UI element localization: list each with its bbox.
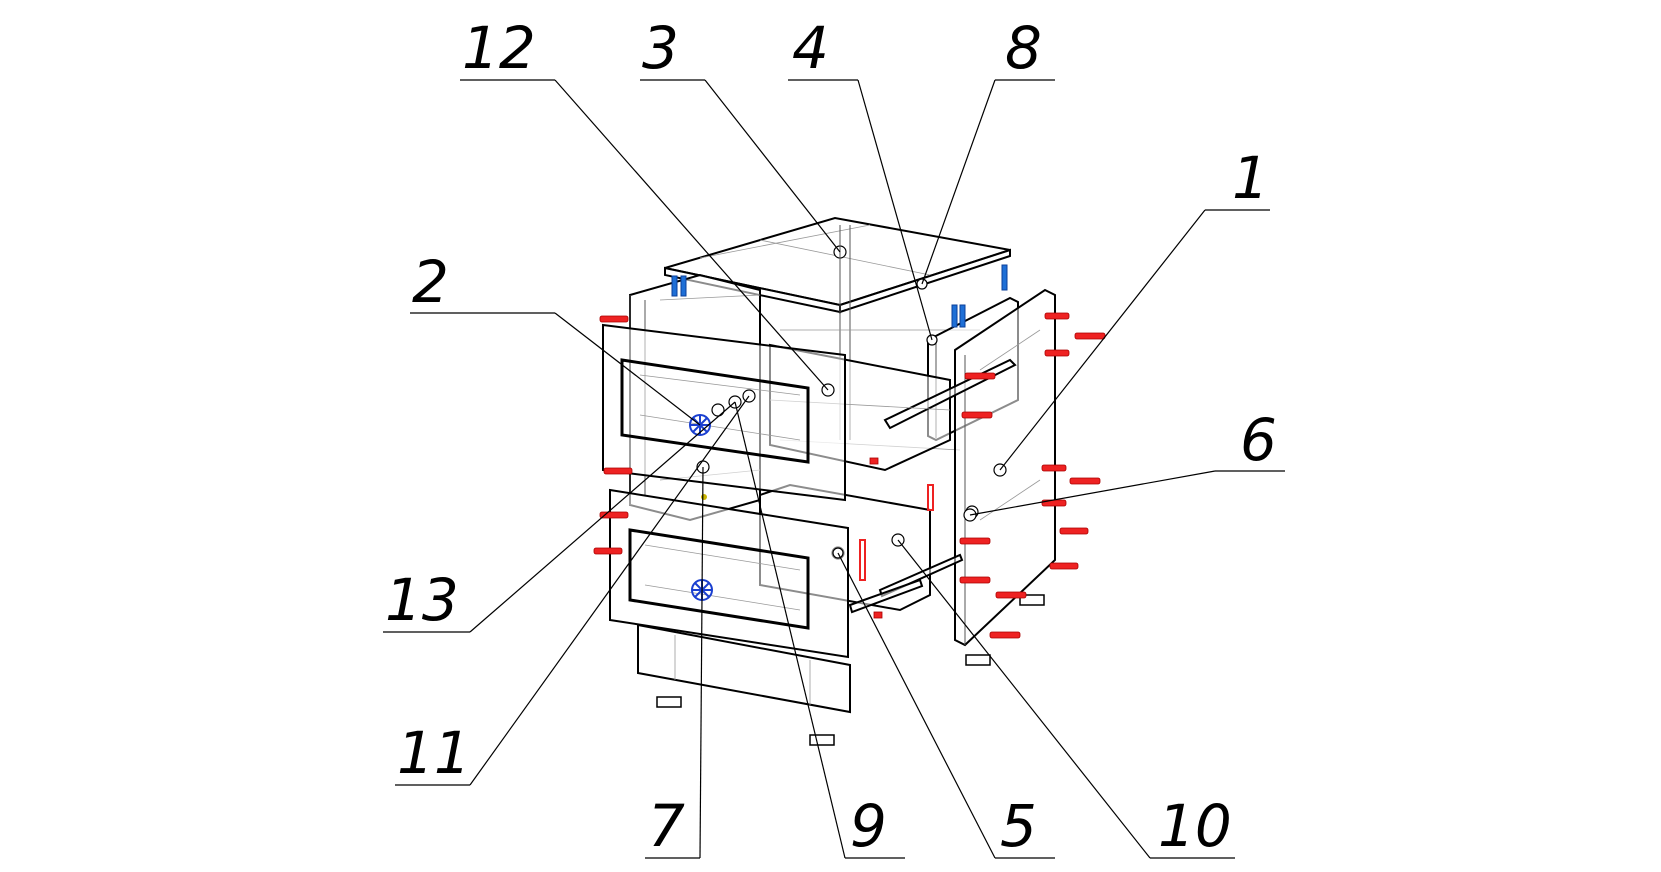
feet xyxy=(656,594,1045,746)
callout-8: 8 xyxy=(1005,14,1042,82)
callout-numbers: 12 3 4 8 1 2 6 13 11 7 9 5 10 xyxy=(385,14,1277,860)
callout-7: 7 xyxy=(648,792,685,860)
callout-11: 11 xyxy=(397,719,471,787)
callout-1: 1 xyxy=(1232,144,1269,212)
callout-2: 2 xyxy=(412,248,449,316)
callout-9: 9 xyxy=(850,792,887,860)
callout-3: 3 xyxy=(642,14,679,82)
callout-12: 12 xyxy=(462,14,536,82)
callout-4: 4 xyxy=(792,14,829,82)
callout-10: 10 xyxy=(1158,792,1232,860)
callout-6: 6 xyxy=(1240,406,1277,474)
leader-lines xyxy=(383,79,1285,859)
plinth xyxy=(637,623,851,714)
callout-5: 5 xyxy=(1000,792,1037,860)
callout-13: 13 xyxy=(385,566,459,634)
lower-drawer-front xyxy=(609,460,849,659)
cabinet-exploded-view xyxy=(593,216,1106,746)
upper-drawer-front xyxy=(602,323,846,502)
fasteners xyxy=(593,312,1106,639)
